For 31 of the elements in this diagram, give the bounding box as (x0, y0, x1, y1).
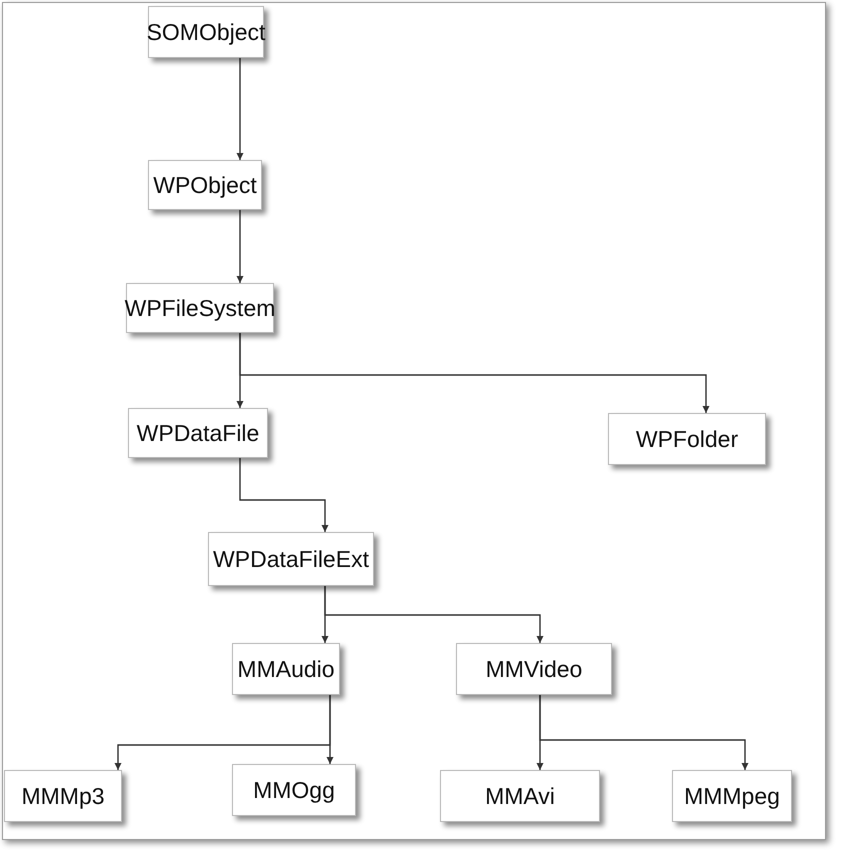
class-name: WPDataFileExt (213, 546, 369, 572)
class-name: WPFileSystem (124, 294, 276, 322)
arrow (326, 695, 334, 764)
class-name: MMMpeg (684, 782, 780, 810)
class-box (232, 643, 340, 695)
class-box (672, 770, 792, 822)
class-box (128, 408, 268, 458)
arrow (239, 333, 710, 413)
arrow (236, 210, 244, 283)
class-box (148, 6, 264, 58)
class-box (456, 643, 612, 695)
arrow (539, 695, 748, 770)
class-box (232, 764, 356, 816)
class-name: MMVideo (486, 656, 582, 682)
class-name: MMOgg (253, 776, 335, 804)
class-box (148, 160, 262, 210)
arrow (239, 458, 328, 532)
class-box (4, 770, 122, 822)
class-box (608, 413, 766, 465)
class-name: WPDataFile (136, 420, 260, 446)
class-name: MMAudio (237, 656, 335, 682)
class-name: WPFolder (636, 426, 738, 452)
arrow (236, 58, 244, 160)
class-box (440, 770, 600, 822)
class-box (126, 283, 274, 333)
arrow (324, 586, 544, 643)
class-name: WPObject (153, 172, 257, 198)
class-box (208, 532, 374, 586)
class-name: MMAvi (485, 782, 555, 810)
class-name: SOMObject (146, 18, 266, 46)
class-name: MMMp3 (21, 782, 105, 810)
